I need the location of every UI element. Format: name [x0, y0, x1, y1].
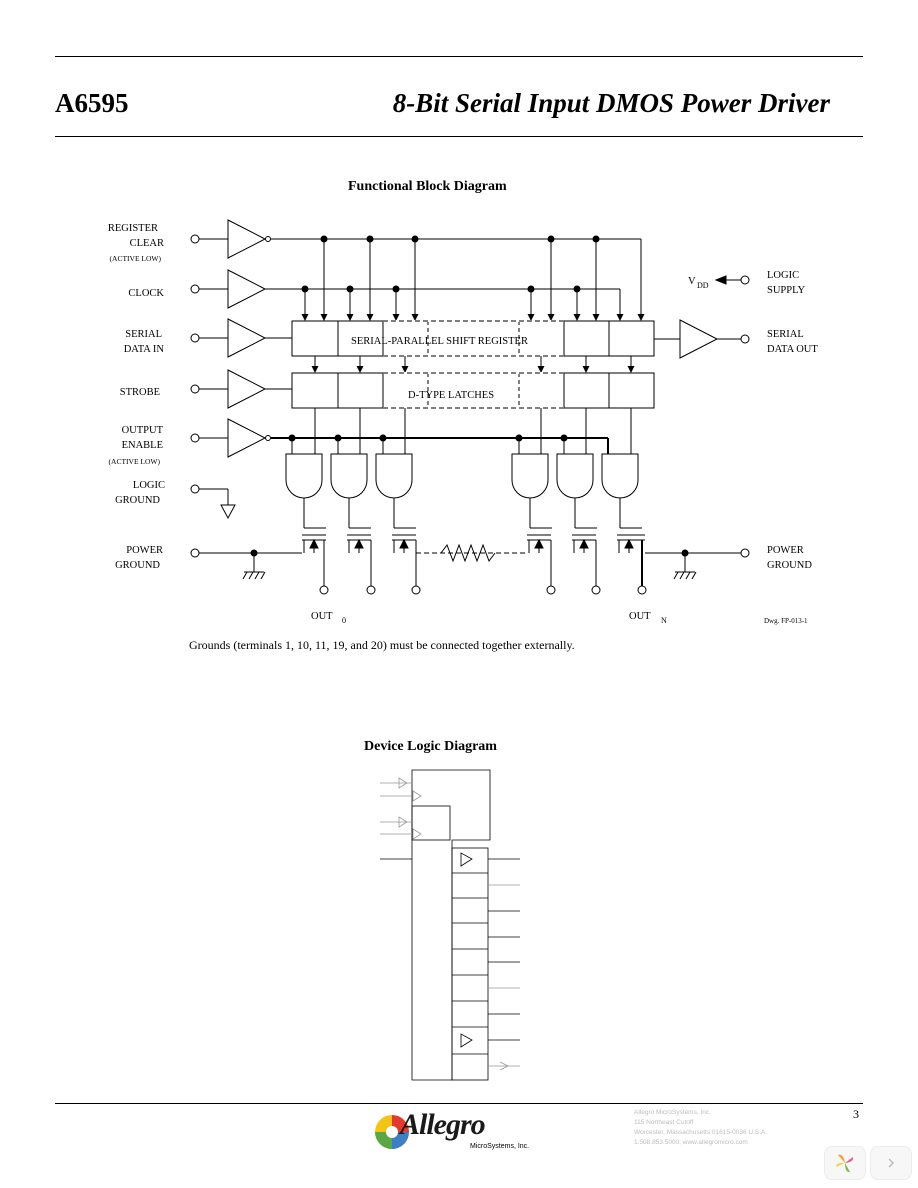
dmos-transistor-1	[347, 534, 372, 586]
terminal-out-6	[591, 585, 601, 595]
and-gate-2	[375, 453, 413, 499]
and-gate-0	[285, 453, 323, 499]
ground-note: Grounds (terminals 1, 10, 11, 19, and 20…	[189, 638, 575, 652]
label-serial-data-out: SERIAL	[767, 329, 804, 340]
label-serial-data-in-2: DATA IN	[124, 344, 165, 355]
label-power-ground-right-2: GROUND	[767, 560, 812, 571]
label-vdd: V	[688, 276, 696, 287]
address-line: Worcester, Massachusetts 01615-0036 U.S.…	[634, 1129, 768, 1136]
footer-rule	[55, 1103, 863, 1104]
label-logic-ground: LOGIC	[133, 480, 165, 491]
dmos-transistor-7	[617, 534, 645, 586]
terminal-serial-data-in	[190, 333, 200, 343]
terminal-out-5	[546, 585, 556, 595]
address-line: 115 Northeast Cutoff	[634, 1119, 694, 1126]
label-out-0: OUT	[311, 611, 333, 622]
terminal-clock	[190, 284, 200, 294]
page-number: 3	[853, 1107, 859, 1121]
logo-text: Allegro	[400, 1108, 486, 1141]
terminal-out-1	[366, 585, 376, 595]
label-serial-data-out-2: DATA OUT	[767, 344, 818, 355]
label-out-n: OUT	[629, 611, 651, 622]
terminal-vdd	[740, 275, 750, 285]
terminal-logic-ground	[190, 484, 200, 494]
terminal-out-n	[637, 585, 647, 595]
terminal-output-enable	[190, 433, 200, 443]
part-number: A6595	[55, 88, 129, 118]
terminal-power-ground-right	[740, 548, 750, 558]
company-address: Allegro MicroSystems, Inc. 115 Northeast…	[634, 1108, 767, 1148]
label-output-enable-note: (ACTIVE LOW)	[109, 457, 161, 466]
label-power-ground-right: POWER	[767, 545, 804, 556]
dmos-transistor-0	[302, 534, 326, 586]
buffer-serial-data-out	[679, 319, 719, 359]
label-logic-supply-2: SUPPLY	[767, 285, 805, 296]
buffer-strobe	[227, 369, 267, 409]
header-bottom-rule	[55, 136, 863, 137]
dmos-transistor-5	[527, 534, 552, 586]
terminal-power-ground-left	[190, 548, 200, 558]
label-power-ground-left-2: GROUND	[115, 560, 160, 571]
next-page-button[interactable]	[870, 1146, 912, 1180]
label-register-clear-2: CLEAR	[130, 238, 164, 249]
document-title: 8-Bit Serial Input DMOS Power Driver	[392, 88, 830, 118]
logo-subtext: MicroSystems, Inc.	[470, 1143, 530, 1150]
pinwheel-icon	[836, 1154, 854, 1173]
label-register-clear-note: (ACTIVE LOW)	[110, 254, 162, 263]
label-serial-data-in: SERIAL	[125, 329, 162, 340]
label-logic-supply: LOGIC	[767, 270, 799, 281]
and-gate-1	[330, 453, 368, 499]
buffer-clock	[227, 269, 267, 309]
device-logic-diagram	[380, 769, 520, 1081]
chevron-right-icon	[888, 1158, 895, 1168]
label-out-0-sub: 0	[342, 616, 346, 625]
pinwheel-logo-icon	[375, 1115, 409, 1149]
address-line: Allegro MicroSystems, Inc.	[634, 1109, 711, 1116]
buffer-output-enable	[227, 418, 267, 458]
terminal-out-2	[411, 585, 421, 595]
label-out-n-sub: N	[661, 616, 667, 625]
label-power-ground-left: POWER	[126, 545, 163, 556]
latch-label: D-TYPE LATCHES	[408, 390, 494, 401]
terminal-register-clear	[190, 234, 200, 244]
and-gate-5	[511, 453, 549, 499]
dmos-transistor-6	[572, 534, 597, 586]
and-gate-6	[556, 453, 594, 499]
terminal-out-0	[319, 585, 329, 595]
label-vdd-sub: DD	[697, 281, 709, 290]
logic-diagram-title: Device Logic Diagram	[364, 739, 497, 754]
label-clock: CLOCK	[128, 288, 164, 299]
terminal-strobe	[190, 384, 200, 394]
drawing-number: Dwg. FP-013-1	[764, 617, 808, 625]
and-gate-7	[601, 453, 639, 499]
label-logic-ground-2: GROUND	[115, 495, 160, 506]
label-strobe: STROBE	[120, 387, 160, 398]
shift-register-label: SERIAL-PARALLEL SHIFT REGISTER	[351, 336, 528, 347]
terminal-serial-data-out	[740, 334, 750, 344]
header-top-rule	[55, 56, 863, 57]
buffer-serial-data-in	[227, 318, 267, 358]
dmos-transistor-2	[392, 534, 417, 586]
label-output-enable: OUTPUT	[122, 425, 164, 436]
label-register-clear: REGISTER	[108, 223, 158, 234]
address-line: 1.508.853.5000; www.allegromicro.com	[634, 1139, 748, 1146]
label-output-enable-2: ENABLE	[122, 440, 163, 451]
buffer-register-clear	[227, 219, 267, 259]
allegro-logo: Allegro MicroSystems, Inc.	[374, 1108, 544, 1158]
prev-page-button[interactable]	[824, 1146, 866, 1180]
block-diagram-title: Functional Block Diagram	[348, 179, 507, 194]
